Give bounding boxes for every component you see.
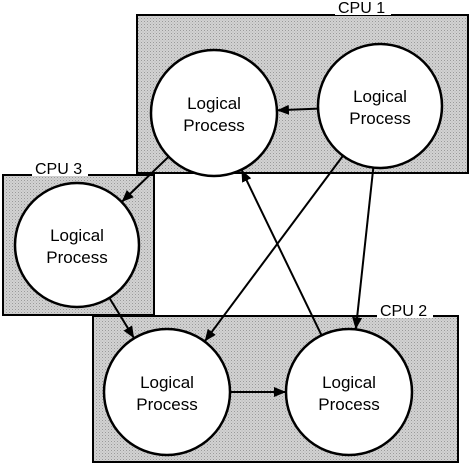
cpu1-label-backdrop [335, 0, 391, 15]
process-label-line2: Process [349, 109, 410, 128]
cpu-label-layer: CPU 1 CPU 3 CPU 2 [32, 0, 433, 320]
process-label-line1: Logical [353, 87, 407, 106]
cpu2-label: CPU 2 [380, 303, 427, 320]
cpu3-label-backdrop [32, 161, 88, 176]
process-label-line1: Logical [140, 373, 194, 392]
edge-layer [108, 104, 375, 397]
process-label-line2: Process [46, 248, 107, 267]
process-label-line2: Process [183, 116, 244, 135]
process-label-line2: Process [318, 395, 379, 414]
cpu3-label: CPU 3 [35, 161, 82, 178]
process-circle [316, 42, 444, 170]
process-circle [149, 48, 279, 178]
edge-lp-cpu2-right-to-lp-cpu1-left [240, 169, 323, 336]
process-label-line1: Logical [322, 373, 376, 392]
process-circle [102, 327, 232, 457]
edge-lp-cpu1-left-to-lp-cpu3 [121, 155, 170, 203]
process-circle [284, 327, 414, 457]
process-circle [13, 181, 141, 309]
edge-lp-cpu1-right-to-lp-cpu1-left [276, 104, 319, 115]
process-label-line1: Logical [50, 226, 104, 245]
edge-lp-cpu1-right-to-lp-cpu2-right [352, 167, 375, 330]
process-layer: LogicalProcessLogicalProcessLogicalProce… [13, 42, 444, 457]
cpu1-label: CPU 1 [338, 0, 385, 17]
process-label-line2: Process [136, 395, 197, 414]
edge-lp-cpu1-right-to-lp-cpu2-left [204, 155, 344, 342]
cpu2-label-backdrop [377, 303, 433, 318]
process-label-line1: Logical [187, 94, 241, 113]
edge-lp-cpu3-to-lp-cpu2-left [108, 297, 135, 339]
